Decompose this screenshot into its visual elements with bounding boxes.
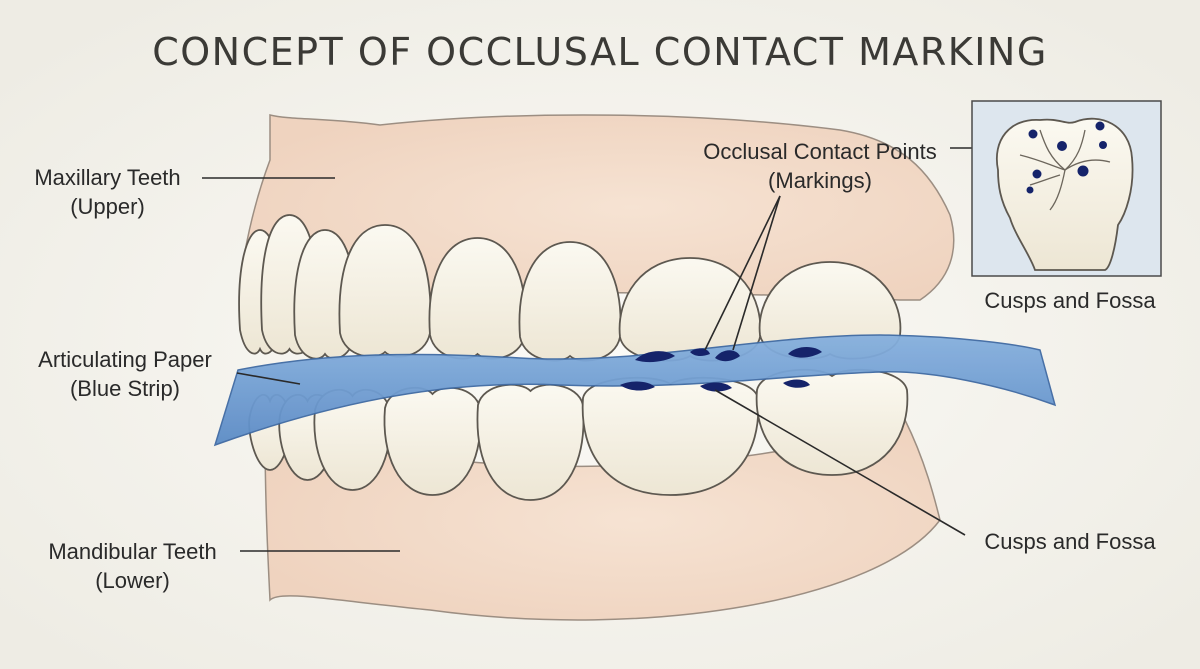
marking — [1095, 121, 1105, 131]
label-maxillary-teeth: Maxillary Teeth (Upper) — [20, 163, 195, 221]
label-occlusal-contact-points: Occlusal Contact Points (Markings) — [690, 137, 950, 195]
marking — [1026, 186, 1034, 194]
lower-tooth — [476, 383, 585, 501]
leader-cusps-fossa — [714, 389, 966, 536]
marking — [620, 381, 655, 391]
label-inset-caption: Cusps and Fossa — [984, 288, 1156, 313]
label-articulating-paper: Articulating Paper (Blue Strip) — [20, 345, 230, 403]
leader-paper — [236, 372, 301, 385]
upper-tooth — [428, 237, 527, 360]
leader-lines — [202, 147, 1008, 552]
label-line: Articulating Paper — [38, 347, 212, 372]
marking — [788, 346, 822, 358]
label-cusps-and-fossa: Cusps and Fossa — [984, 529, 1156, 554]
upper-tooth — [338, 224, 432, 358]
label-line: Mandibular Teeth — [48, 539, 217, 564]
marking — [715, 350, 740, 362]
marking — [1028, 129, 1038, 139]
inset-fissures — [1019, 129, 1111, 211]
marking — [1077, 165, 1089, 177]
marking — [783, 379, 810, 388]
inset-molar — [996, 117, 1134, 271]
maxillary-teeth — [238, 214, 902, 362]
leader-ocp-2 — [732, 195, 781, 351]
label-line: (Lower) — [95, 568, 170, 593]
label-line: (Markings) — [768, 168, 872, 193]
inset-markings — [1026, 121, 1107, 194]
mandibular-teeth — [248, 368, 909, 501]
leader-ocp-1 — [704, 195, 781, 351]
label-line: (Blue Strip) — [69, 376, 181, 401]
label-line: Occlusal Contact Points — [703, 139, 937, 164]
label-line: Maxillary Teeth — [34, 165, 181, 190]
marking — [1099, 141, 1107, 149]
marking — [1057, 141, 1067, 151]
inset-panel — [971, 100, 1162, 277]
page-title: CONCEPT OF OCCLUSAL CONTACT MARKING — [152, 30, 1048, 74]
contact-markings — [620, 346, 822, 392]
label-mandibular-teeth: Mandibular Teeth (Lower) — [30, 537, 235, 595]
marking — [1032, 169, 1042, 179]
label-line: (Upper) — [70, 194, 145, 219]
marking — [700, 382, 732, 392]
marking — [690, 348, 710, 357]
articulating-paper — [213, 334, 1057, 447]
marking — [635, 351, 675, 363]
